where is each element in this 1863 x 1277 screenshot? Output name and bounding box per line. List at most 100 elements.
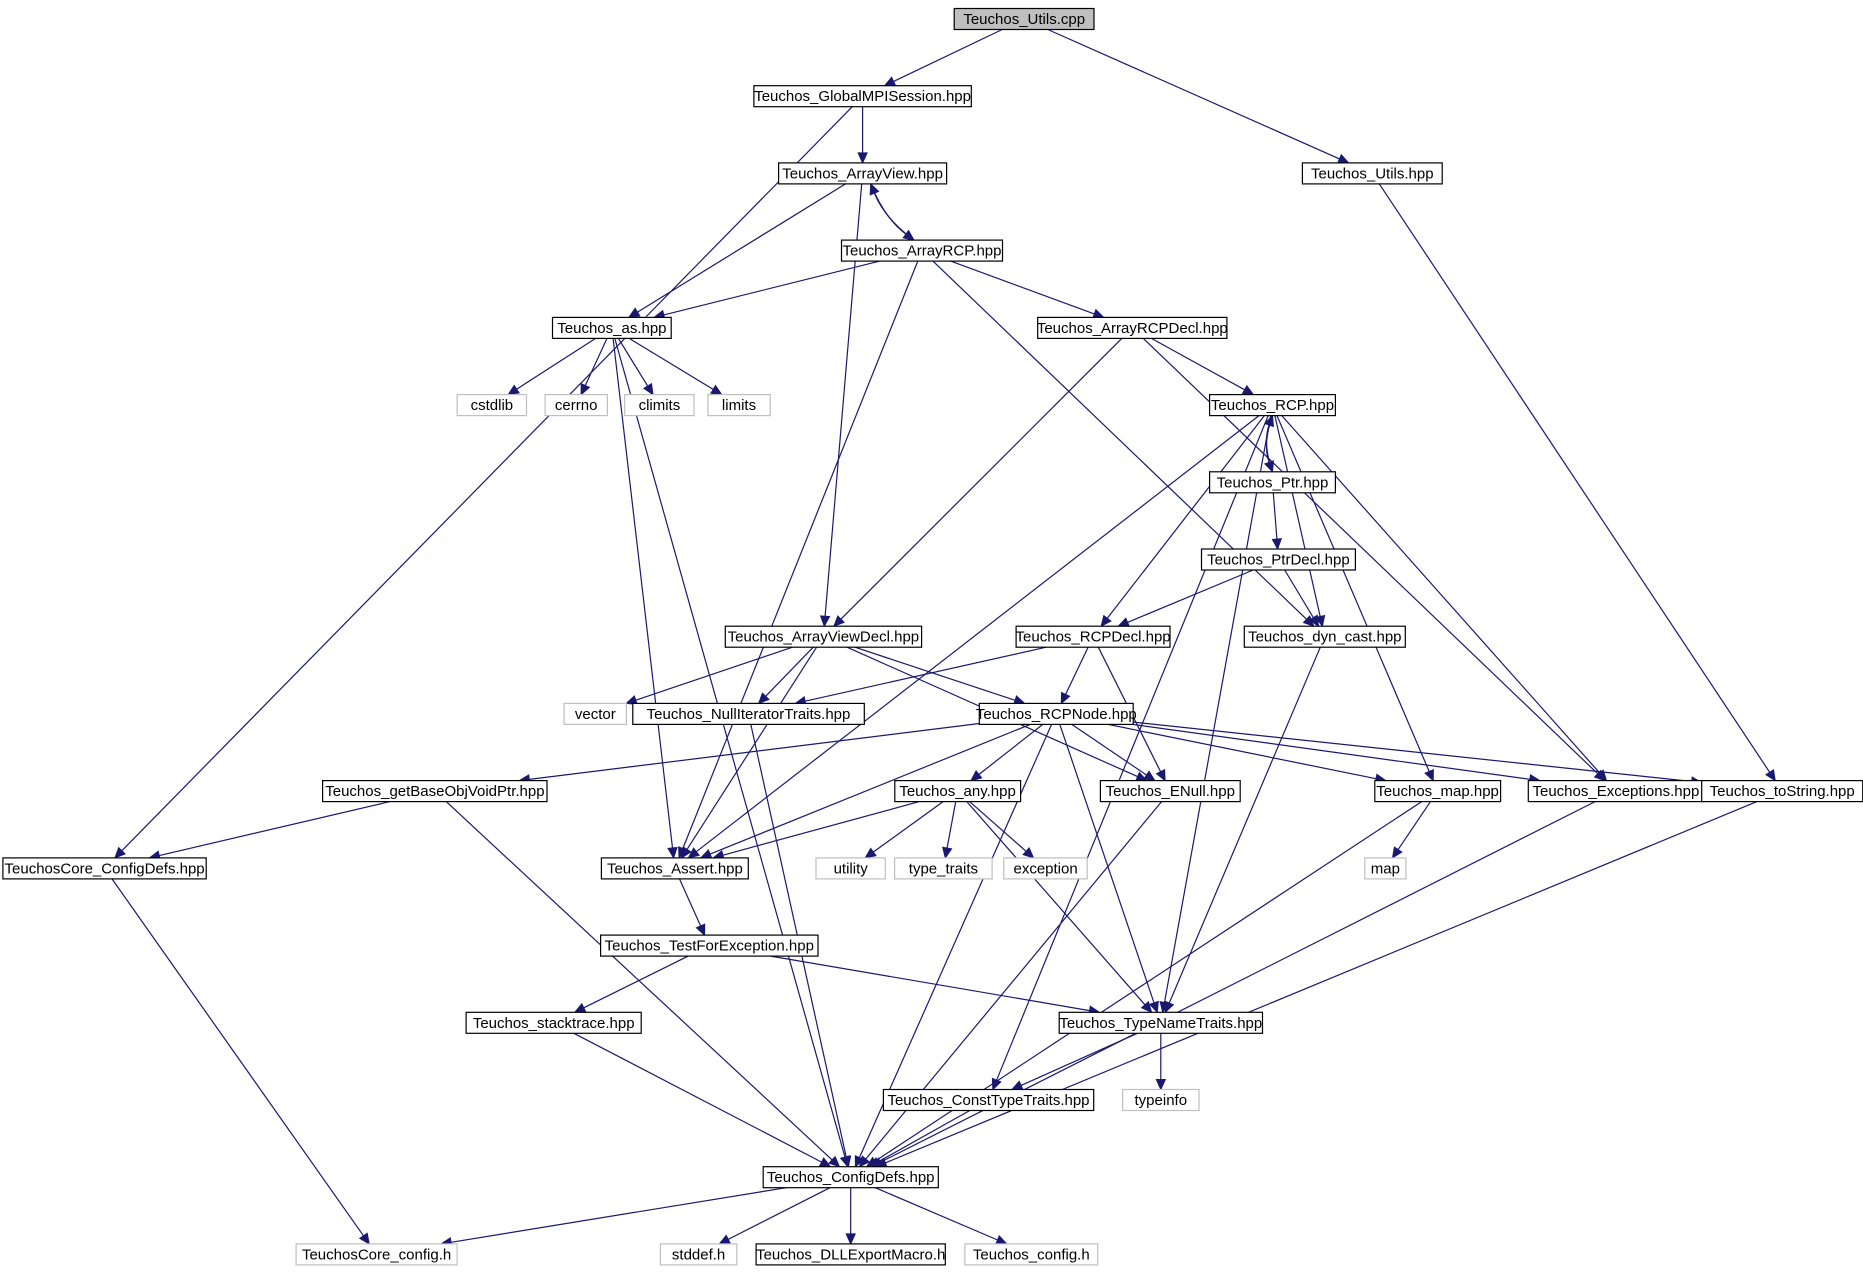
node-rcp[interactable]: Teuchos_RCP.hpp: [1208, 394, 1336, 417]
edge-line: [1274, 415, 1321, 617]
arrowhead: [869, 182, 880, 196]
edge-line: [874, 801, 1423, 1162]
node-getbase[interactable]: Teuchos_getBaseObjVoidPtr.hpp: [322, 779, 548, 803]
node-dllexport[interactable]: Teuchos_DLLExportMacro.h: [755, 1243, 946, 1266]
node-nulliter[interactable]: Teuchos_NullIteratorTraits.hpp: [632, 702, 865, 726]
edge-line: [637, 183, 846, 313]
node-box: [762, 1166, 939, 1189]
edge-line: [628, 337, 714, 390]
node-box: [295, 1243, 458, 1266]
arrowhead: [857, 152, 868, 165]
edge-line: [1106, 415, 1265, 619]
edge-rcpnode-to-any: [970, 723, 1044, 782]
node-label: cerrno: [555, 397, 598, 414]
node-typenametraits[interactable]: Teuchos_TypeNameTraits.hpp: [1058, 1011, 1264, 1034]
edge-line: [893, 28, 1003, 82]
node-rcpnode[interactable]: Teuchos_RCPNode.hpp: [976, 702, 1137, 726]
edge-rcp-to-exceptions: [1281, 415, 1608, 782]
node-consttypetraits[interactable]: Teuchos_ConstTypeTraits.hpp: [882, 1088, 1095, 1112]
arrowhead: [114, 846, 126, 859]
node-label: Teuchos_Utils.cpp: [963, 11, 1085, 28]
node-box: [1374, 779, 1502, 803]
node-box: [544, 394, 608, 417]
node-configdefs[interactable]: Teuchos_ConfigDefs.hpp: [762, 1166, 939, 1189]
node-stacktrace[interactable]: Teuchos_stacktrace.hpp: [465, 1011, 642, 1034]
node-any[interactable]: Teuchos_any.hpp: [894, 779, 1022, 803]
node-as[interactable]: Teuchos_as.hpp: [551, 316, 672, 339]
node-ptrdecl[interactable]: Teuchos_PtrDecl.hpp: [1200, 548, 1356, 571]
node-assert[interactable]: Teuchos_Assert.hpp: [600, 857, 749, 880]
edge-configdefs-to-coreconfig_h: [439, 1187, 787, 1248]
edge-line: [614, 338, 846, 1158]
node-arrayview[interactable]: Teuchos_ArrayView.hpp: [777, 162, 948, 185]
edge-arrayviewdecl-to-nulliter: [757, 646, 814, 705]
edge-arrayrcp-to-assert: [678, 260, 919, 860]
edge-any-to-utility: [864, 801, 944, 859]
node-coreconfig-h: TeuchosCore_config.h: [295, 1243, 458, 1266]
edge-line: [765, 646, 814, 697]
node-label: Teuchos_Exceptions.hpp: [1533, 783, 1700, 800]
node-exception: exception: [1003, 857, 1088, 880]
node-label: Teuchos_TestForException.hpp: [605, 938, 814, 955]
edge-line: [709, 723, 1031, 855]
arrowhead: [1391, 846, 1403, 859]
arrowhead: [1148, 1000, 1159, 1014]
node-vector: vector: [563, 702, 627, 726]
arrowhead: [970, 769, 983, 782]
node-arrayrcp[interactable]: Teuchos_ArrayRCP.hpp: [840, 239, 1004, 262]
node-arrayrcpdecl[interactable]: Teuchos_ArrayRCPDecl.hpp: [1037, 316, 1228, 339]
edge-line: [770, 955, 1090, 1012]
node-label: Teuchos_ENull.hpp: [1106, 783, 1235, 800]
node-label: map: [1371, 860, 1400, 877]
node-label: Teuchos_map.hpp: [1376, 783, 1499, 800]
node-label: Teuchos_Ptr.hpp: [1217, 474, 1329, 491]
edge-line: [873, 192, 915, 241]
arrowhead: [883, 76, 897, 87]
node-ptr[interactable]: Teuchos_Ptr.hpp: [1208, 471, 1336, 494]
node-label: Teuchos_RCPNode.hpp: [976, 706, 1137, 723]
arrowhead: [667, 846, 678, 860]
node-label: Teuchos_PtrDecl.hpp: [1207, 552, 1350, 569]
edge-arrayviewdecl-to-rcpnode: [854, 646, 1026, 706]
node-label: Teuchos_toString.hpp: [1710, 783, 1855, 800]
arrowhead: [358, 1232, 370, 1245]
edge-line: [682, 260, 919, 849]
edge-arrayrcpdecl-to-rcp: [1151, 337, 1255, 396]
node-utils-cpp[interactable]: Teuchos_Utils.cpp: [953, 7, 1095, 31]
edge-map_hpp-to-configdefs: [865, 801, 1423, 1168]
node-testforexc[interactable]: Teuchos_TestForException.hpp: [599, 934, 819, 957]
arrowhead: [680, 846, 692, 859]
arrowhead: [995, 1234, 1008, 1245]
edge-line: [865, 801, 1163, 1160]
node-dyncast[interactable]: Teuchos_dyn_cast.hpp: [1243, 625, 1406, 648]
node-label: Teuchos_ArrayRCPDecl.hpp: [1037, 320, 1228, 337]
node-typeinfo: typeinfo: [1121, 1088, 1200, 1112]
node-label: type_traits: [909, 860, 978, 877]
node-arrayviewdecl[interactable]: Teuchos_ArrayViewDecl.hpp: [724, 625, 923, 648]
node-box: [707, 394, 771, 417]
node-label: climits: [639, 397, 681, 414]
node-tostring[interactable]: Teuchos_toString.hpp: [1701, 779, 1863, 803]
node-config-h: Teuchos_config.h: [964, 1243, 1099, 1266]
node-coreconfigdefs[interactable]: TeuchosCore_ConfigDefs.hpp: [2, 857, 207, 880]
node-label: stddef.h: [672, 1246, 725, 1263]
edge-line: [873, 801, 944, 853]
node-box: [724, 625, 923, 648]
edge-rcp-to-rcpdecl: [1100, 415, 1265, 628]
node-map-hpp[interactable]: Teuchos_map.hpp: [1374, 779, 1502, 803]
node-utility: utility: [815, 857, 886, 880]
node-exceptions[interactable]: Teuchos_Exceptions.hpp: [1527, 779, 1705, 803]
arrowhead: [1595, 769, 1608, 782]
node-box: [632, 702, 865, 726]
node-enull[interactable]: Teuchos_ENull.hpp: [1099, 779, 1241, 803]
arrowhead: [1155, 1079, 1167, 1091]
node-utils-hpp[interactable]: Teuchos_Utils.hpp: [1301, 162, 1443, 185]
node-rcpdecl[interactable]: Teuchos_RCPDecl.hpp: [1015, 625, 1171, 648]
node-globalmpi[interactable]: Teuchos_GlobalMPISession.hpp: [753, 85, 972, 108]
edge-line: [950, 260, 1095, 315]
edge-line: [996, 415, 1269, 1081]
edge-any-to-exception: [969, 801, 1035, 859]
edge-arrayviewdecl-to-vector: [625, 646, 793, 706]
edge-line: [1047, 28, 1340, 160]
edge-line: [727, 1187, 831, 1240]
